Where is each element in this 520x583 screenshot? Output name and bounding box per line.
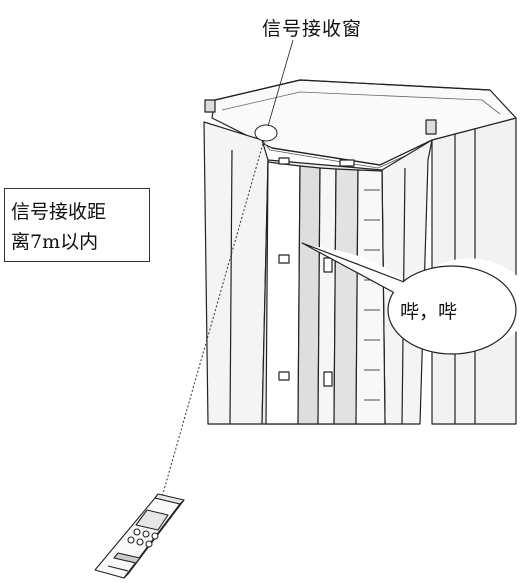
air-conditioner-unit [203,79,517,425]
beep-text: 哔，哔 [400,301,458,323]
signal-window-label: 信号接收窗 [262,18,363,40]
signal-receiver-window [254,124,278,142]
distance-note-line2: 离7m以内 [11,231,99,253]
infrared-signal-line [161,139,265,498]
window-leader-line [267,39,294,127]
remote-controller [94,493,185,579]
distance-note-line1: 信号接收距 [11,201,107,223]
distance-note-box: 信号接收距 离7m以内 [4,188,150,262]
